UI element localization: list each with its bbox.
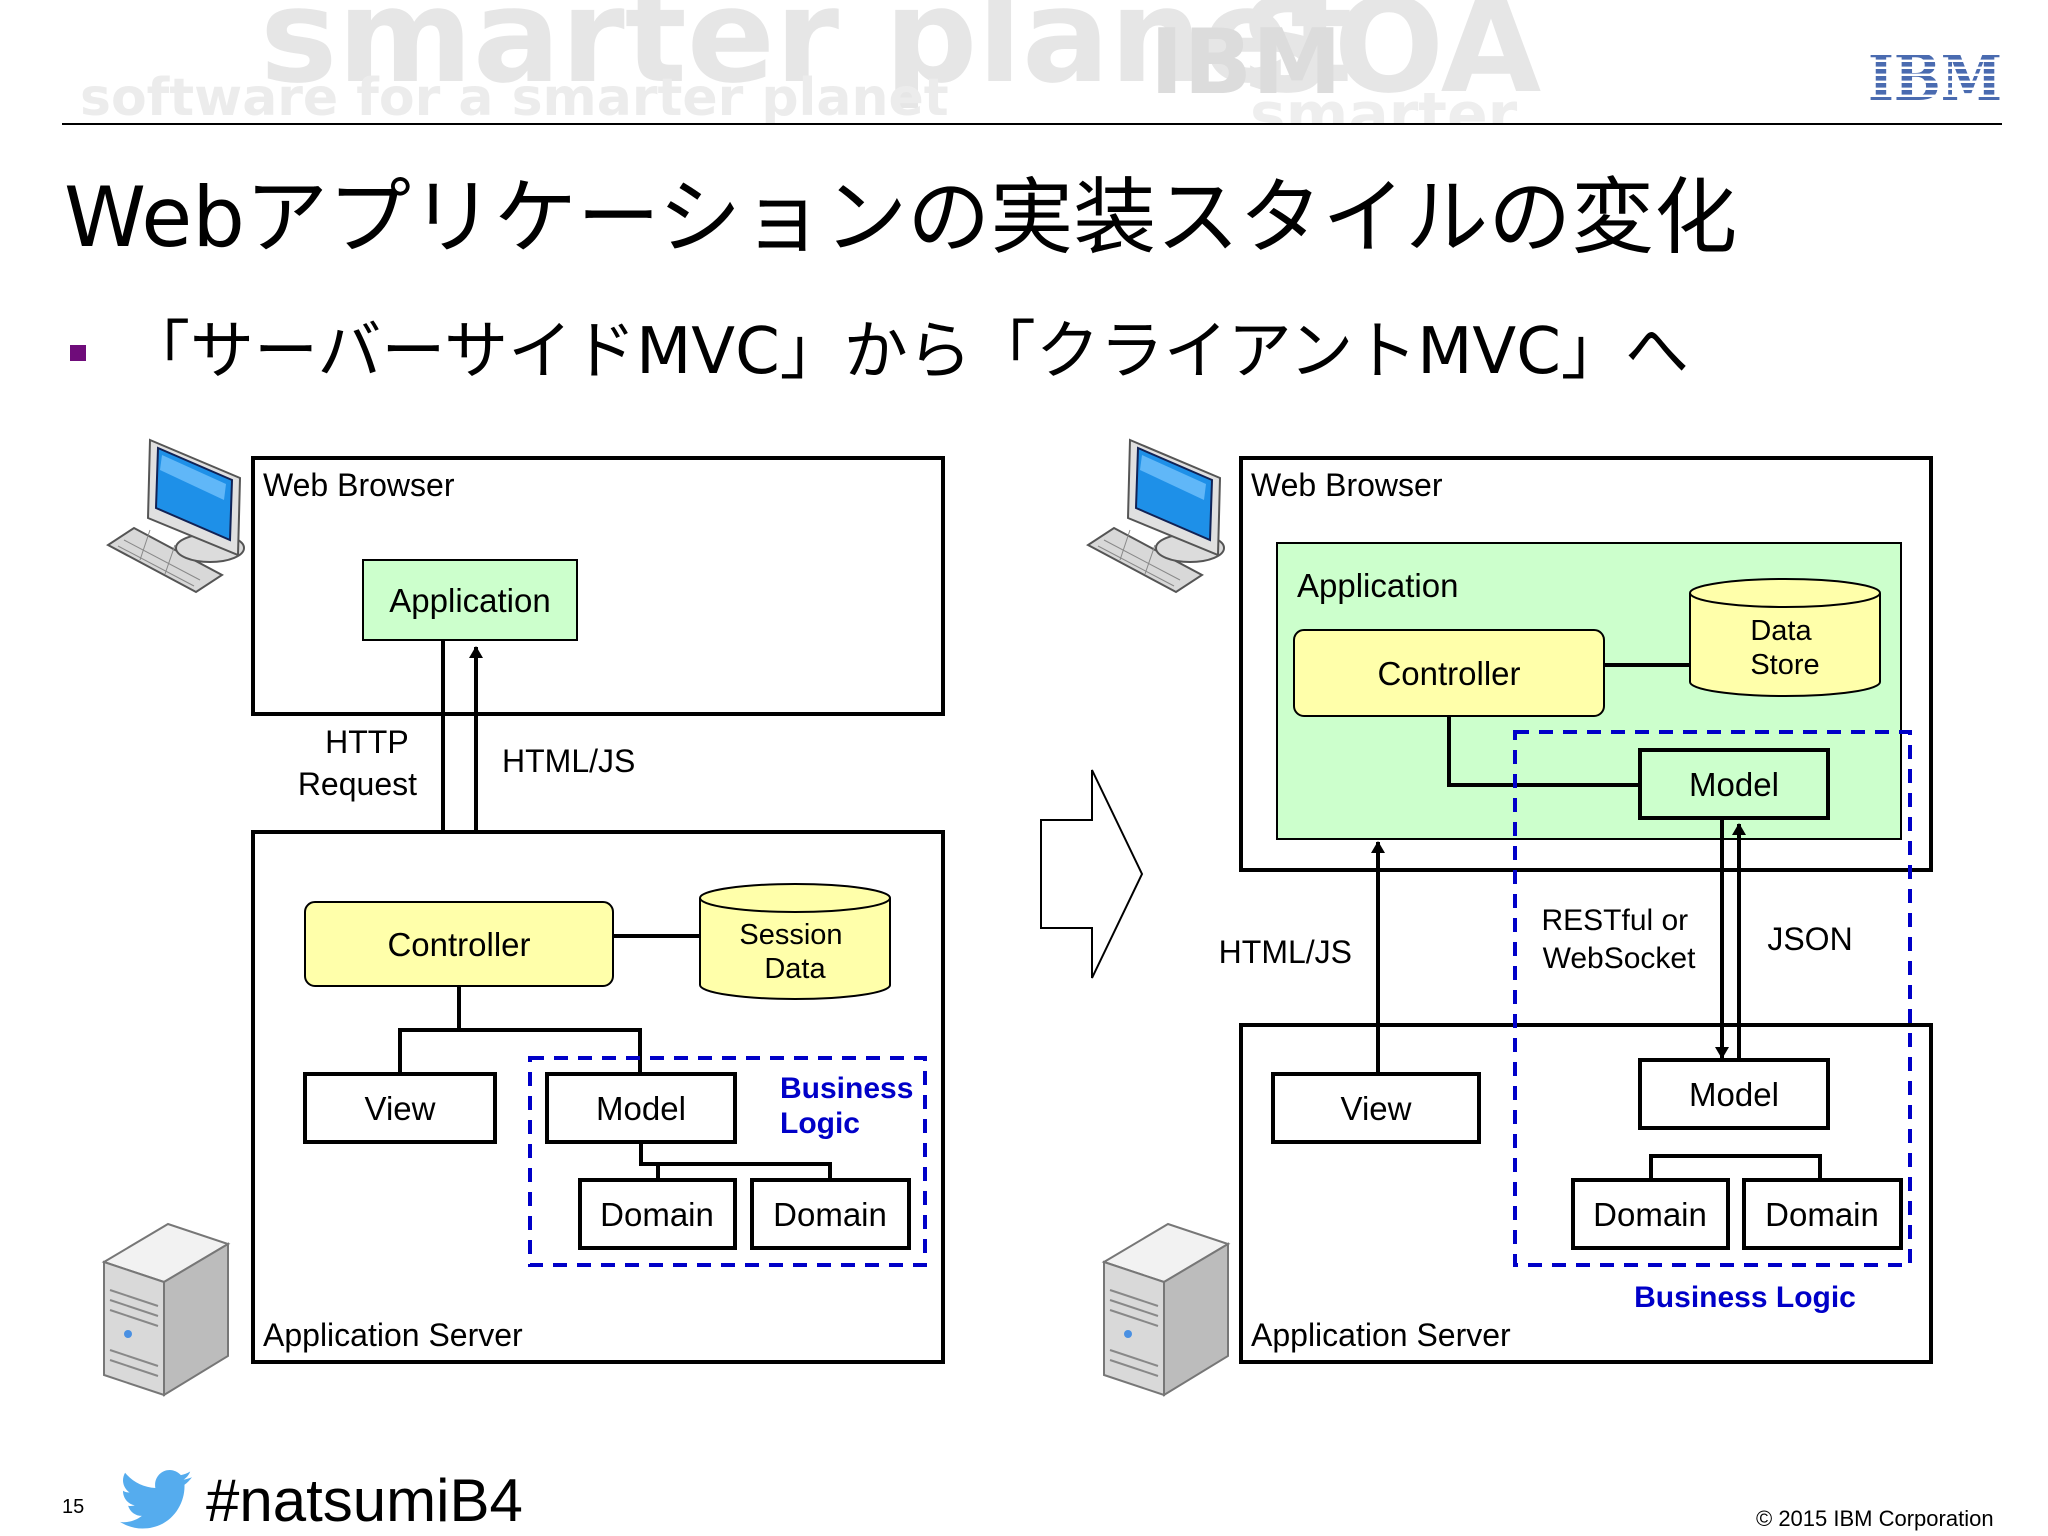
right-application-label: Application bbox=[1297, 567, 1458, 604]
right-server-model-box bbox=[1638, 1058, 1830, 1130]
right-model-domain-link bbox=[1649, 1154, 1822, 1180]
left-domain-box-1 bbox=[578, 1178, 737, 1250]
left-application-label: Application bbox=[389, 582, 550, 619]
left-business-logic-line-2: Logic bbox=[780, 1107, 860, 1140]
watermark-text: SOA bbox=[1240, 0, 1542, 122]
ibm-logo-mark: IBM bbox=[1868, 41, 2002, 116]
left-session-data-line-2: Data bbox=[764, 953, 826, 985]
left-http-request-line-2: Request bbox=[298, 766, 417, 802]
left-business-logic-label: Business Logic bbox=[780, 1072, 922, 1140]
page-number: 15 bbox=[62, 1496, 85, 1518]
footer-hashtag: #natsumiB4 bbox=[206, 1467, 523, 1534]
header-watermark: smarter planet software for a smarter pl… bbox=[0, 0, 1560, 125]
watermark-text: smarter bbox=[1250, 80, 1518, 125]
left-domain-box-2 bbox=[750, 1178, 911, 1250]
right-data-store-line-2: Store bbox=[1750, 649, 1819, 681]
left-session-data-line-1: Session bbox=[739, 919, 842, 951]
right-computer-icon bbox=[1086, 438, 1225, 594]
left-browser-label: Web Browser bbox=[263, 467, 455, 503]
left-model-domain1-link bbox=[639, 1142, 660, 1180]
right-restful-line-2: WebSocket bbox=[1543, 942, 1697, 975]
right-data-store-cylinder bbox=[1689, 578, 1881, 697]
left-session-data-cylinder bbox=[699, 883, 891, 1000]
right-server-label: Application Server bbox=[1251, 1317, 1511, 1353]
left-view-box bbox=[303, 1072, 497, 1144]
right-domain-label-1: Domain bbox=[1593, 1196, 1707, 1233]
footer-copyright: © 2015 IBM Corporation bbox=[1756, 1506, 1994, 1531]
left-model-domain2-link bbox=[658, 1162, 832, 1180]
left-model-label: Model bbox=[596, 1090, 686, 1127]
left-server-label: Application Server bbox=[263, 1317, 523, 1353]
right-controller-label: Controller bbox=[1377, 655, 1520, 692]
right-server-box bbox=[1239, 1023, 1933, 1364]
left-session-data-label: Session Data bbox=[739, 919, 850, 985]
right-client-model-box bbox=[1638, 748, 1830, 820]
right-json-label: JSON bbox=[1767, 921, 1852, 957]
right-html-js-label: HTML/JS bbox=[1219, 934, 1352, 970]
transition-arrow-icon bbox=[1040, 769, 1144, 979]
twitter-bird-icon bbox=[120, 1470, 192, 1529]
right-business-logic-boundary bbox=[1513, 730, 1912, 1267]
watermark-text: IBM bbox=[1150, 10, 1342, 115]
left-business-logic-line-1: Business bbox=[780, 1072, 913, 1105]
left-model-box bbox=[545, 1072, 737, 1144]
left-http-request-label: HTTP Request bbox=[298, 724, 417, 802]
left-controller-label: Controller bbox=[387, 926, 530, 963]
right-server-icon bbox=[1101, 1222, 1231, 1397]
left-application-box bbox=[362, 559, 578, 641]
watermark-text: software for a smarter planet bbox=[80, 68, 949, 125]
watermark-text: smarter planet bbox=[260, 0, 1353, 112]
right-domain-label-2: Domain bbox=[1765, 1196, 1879, 1233]
right-data-store-label: Data Store bbox=[1750, 615, 1819, 681]
right-data-store-line-1: Data bbox=[1750, 615, 1812, 647]
bullet-text: 「サーバーサイドMVC」から「クライアントMVC」へ bbox=[126, 315, 1689, 389]
right-view-box bbox=[1271, 1072, 1481, 1144]
right-view-label: View bbox=[1341, 1090, 1412, 1127]
left-view-label: View bbox=[365, 1090, 436, 1127]
left-business-logic-boundary bbox=[528, 1056, 927, 1267]
left-server-icon bbox=[101, 1222, 231, 1397]
left-http-request-line-1: HTTP bbox=[325, 724, 408, 760]
left-domain-label-1: Domain bbox=[600, 1196, 714, 1233]
right-restful-label: RESTful or WebSocket bbox=[1541, 904, 1696, 975]
right-controller-model-link bbox=[1447, 716, 1640, 787]
right-browser-label: Web Browser bbox=[1251, 467, 1443, 503]
svg-text:IBM: IBM bbox=[1868, 48, 2002, 104]
left-computer-icon bbox=[106, 438, 245, 594]
right-domain-box-1 bbox=[1571, 1178, 1730, 1250]
right-server-model-label: Model bbox=[1689, 1076, 1779, 1113]
bullet-marker bbox=[70, 345, 86, 361]
left-controller-view-link bbox=[398, 986, 461, 1072]
ibm-logo: IBM bbox=[1866, 41, 2004, 116]
right-domain-box-2 bbox=[1742, 1178, 1903, 1250]
left-html-js-label: HTML/JS bbox=[502, 743, 635, 779]
right-restful-line-1: RESTful or bbox=[1541, 904, 1688, 937]
right-business-logic-label: Business Logic bbox=[1634, 1281, 1856, 1314]
left-domain-label-2: Domain bbox=[773, 1196, 887, 1233]
right-client-model-label: Model bbox=[1689, 766, 1779, 803]
header-divider bbox=[62, 123, 2002, 125]
page-title: Webアプリケーションの実装スタイルの変化 bbox=[64, 169, 1738, 266]
